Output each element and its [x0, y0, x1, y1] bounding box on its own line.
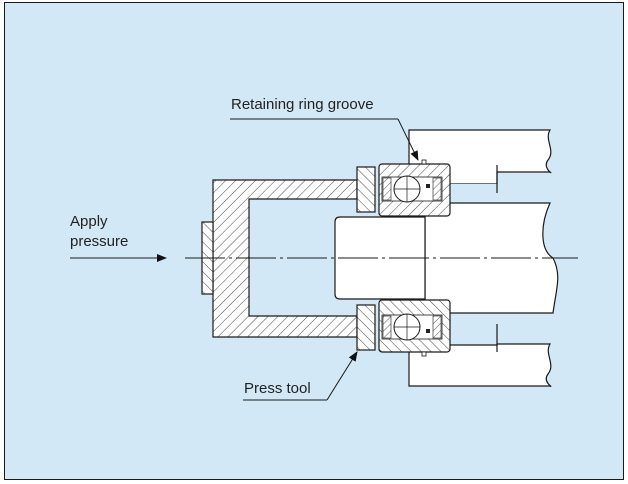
label-press-tool: Press tool	[244, 380, 311, 397]
retaining-ring-groove-leader	[230, 118, 419, 161]
label-pressure: pressure	[70, 233, 128, 250]
housing-lower	[408, 324, 552, 387]
press-ring-lower	[356, 304, 376, 351]
bearing-upper	[378, 159, 451, 217]
label-apply: Apply	[70, 213, 108, 230]
press-tool-leader	[243, 351, 358, 401]
bearing-lower	[378, 299, 451, 357]
shaft-journal	[334, 216, 426, 300]
press-ring-upper	[356, 166, 376, 213]
label-retaining-ring-groove: Retaining ring groove	[231, 96, 374, 113]
